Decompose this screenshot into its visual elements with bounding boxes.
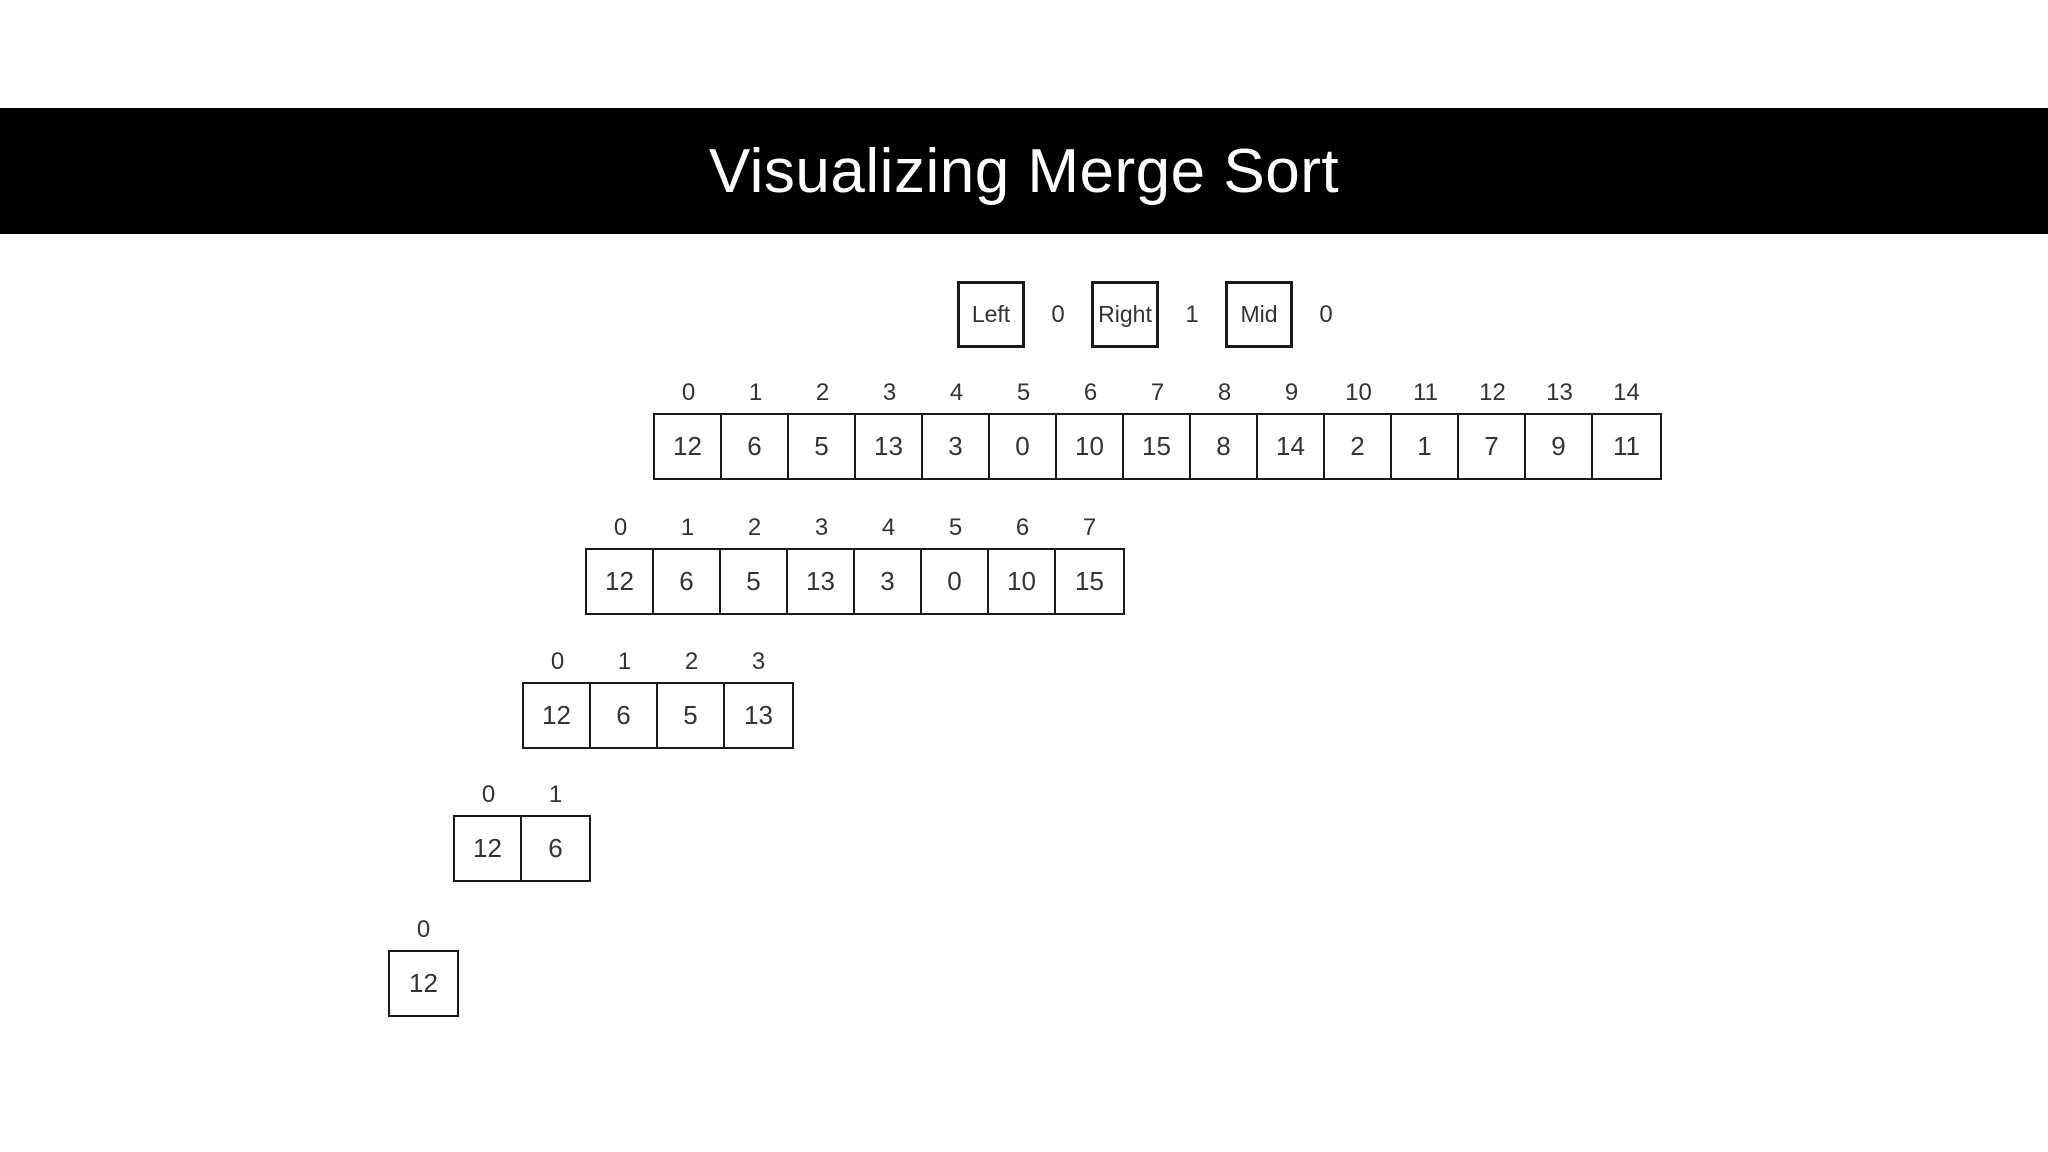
index-label: 5 <box>1016 379 1031 406</box>
array-cell: 2 <box>1325 415 1392 478</box>
array-cell: 6 <box>722 415 789 478</box>
array-cell: 3 <box>855 550 922 613</box>
array-cell: 0 <box>990 415 1057 478</box>
index-label: 2 <box>747 514 762 541</box>
pointer-row: Left 0 Right 1 Mid 0 <box>957 281 1359 348</box>
index-label: 4 <box>881 514 896 541</box>
array-row-level-4: 0 12 <box>388 916 459 1017</box>
right-pointer-value: 1 <box>1185 300 1199 328</box>
mid-pointer: Mid 0 <box>1225 281 1359 348</box>
index-label: 0 <box>416 916 431 943</box>
index-labels: 0 1 2 3 4 5 6 7 <box>585 514 1125 542</box>
array-cell: 6 <box>591 684 658 747</box>
index-label: 11 <box>1413 379 1438 406</box>
index-label: 10 <box>1345 379 1372 406</box>
index-label: 3 <box>814 514 829 541</box>
array-cell: 9 <box>1526 415 1593 478</box>
right-pointer-box: Right <box>1091 281 1159 348</box>
array-cell: 14 <box>1258 415 1325 478</box>
array-cell: 15 <box>1124 415 1191 478</box>
array-cell: 13 <box>744 700 773 730</box>
left-pointer: Left 0 <box>957 281 1091 348</box>
array-cell: 12 <box>409 968 438 998</box>
left-pointer-value: 0 <box>1051 300 1065 328</box>
index-labels: 0 1 2 3 <box>522 648 794 676</box>
mid-pointer-value: 0 <box>1319 300 1333 328</box>
array-cell: 13 <box>856 415 923 478</box>
index-label: 6 <box>1083 379 1098 406</box>
index-label: 7 <box>1150 379 1165 406</box>
index-label: 4 <box>949 379 964 406</box>
index-label: 2 <box>815 379 830 406</box>
array-cell: 3 <box>923 415 990 478</box>
index-label: 9 <box>1284 379 1299 406</box>
index-label: 7 <box>1082 514 1097 541</box>
mid-pointer-box: Mid <box>1225 281 1293 348</box>
array-cell: 11 <box>1613 431 1640 461</box>
array-cell: 12 <box>655 415 722 478</box>
array-cell: 5 <box>721 550 788 613</box>
index-label: 3 <box>751 648 766 675</box>
index-label: 0 <box>681 379 696 406</box>
array-cell: 13 <box>788 550 855 613</box>
array-cell: 10 <box>989 550 1056 613</box>
left-pointer-box: Left <box>957 281 1025 348</box>
array-cell: 8 <box>1191 415 1258 478</box>
array-cell: 5 <box>789 415 856 478</box>
array-cell: 12 <box>455 817 522 880</box>
array-cell: 12 <box>524 684 591 747</box>
array-cell: 15 <box>1075 566 1104 596</box>
array-cell: 6 <box>654 550 721 613</box>
index-label: 0 <box>481 781 496 808</box>
index-labels: 0 <box>388 916 459 944</box>
array-cell: 6 <box>548 833 563 863</box>
index-label: 0 <box>550 648 565 675</box>
index-label: 14 <box>1613 379 1640 406</box>
index-label: 6 <box>1015 514 1030 541</box>
array-cell: 0 <box>922 550 989 613</box>
array-cell: 1 <box>1392 415 1459 478</box>
array-level-3-pair: 12 6 <box>453 815 591 882</box>
index-label: 2 <box>684 648 699 675</box>
index-label: 3 <box>882 379 897 406</box>
array-cell: 10 <box>1057 415 1124 478</box>
array-cell: 12 <box>587 550 654 613</box>
page-title: Visualizing Merge Sort <box>708 136 1340 206</box>
index-label: 12 <box>1479 379 1506 406</box>
array-level-4-single: 12 <box>388 950 459 1017</box>
index-label: 1 <box>617 648 632 675</box>
index-label: 0 <box>613 514 628 541</box>
index-label: 1 <box>548 781 563 808</box>
index-label: 1 <box>680 514 695 541</box>
array-cell: 7 <box>1459 415 1526 478</box>
index-label: 5 <box>948 514 963 541</box>
index-label: 13 <box>1546 379 1573 406</box>
array-cell: 5 <box>658 684 725 747</box>
right-pointer: Right 1 <box>1091 281 1225 348</box>
index-label: 1 <box>748 379 763 406</box>
index-label: 8 <box>1217 379 1232 406</box>
title-banner: Visualizing Merge Sort <box>0 108 2048 234</box>
